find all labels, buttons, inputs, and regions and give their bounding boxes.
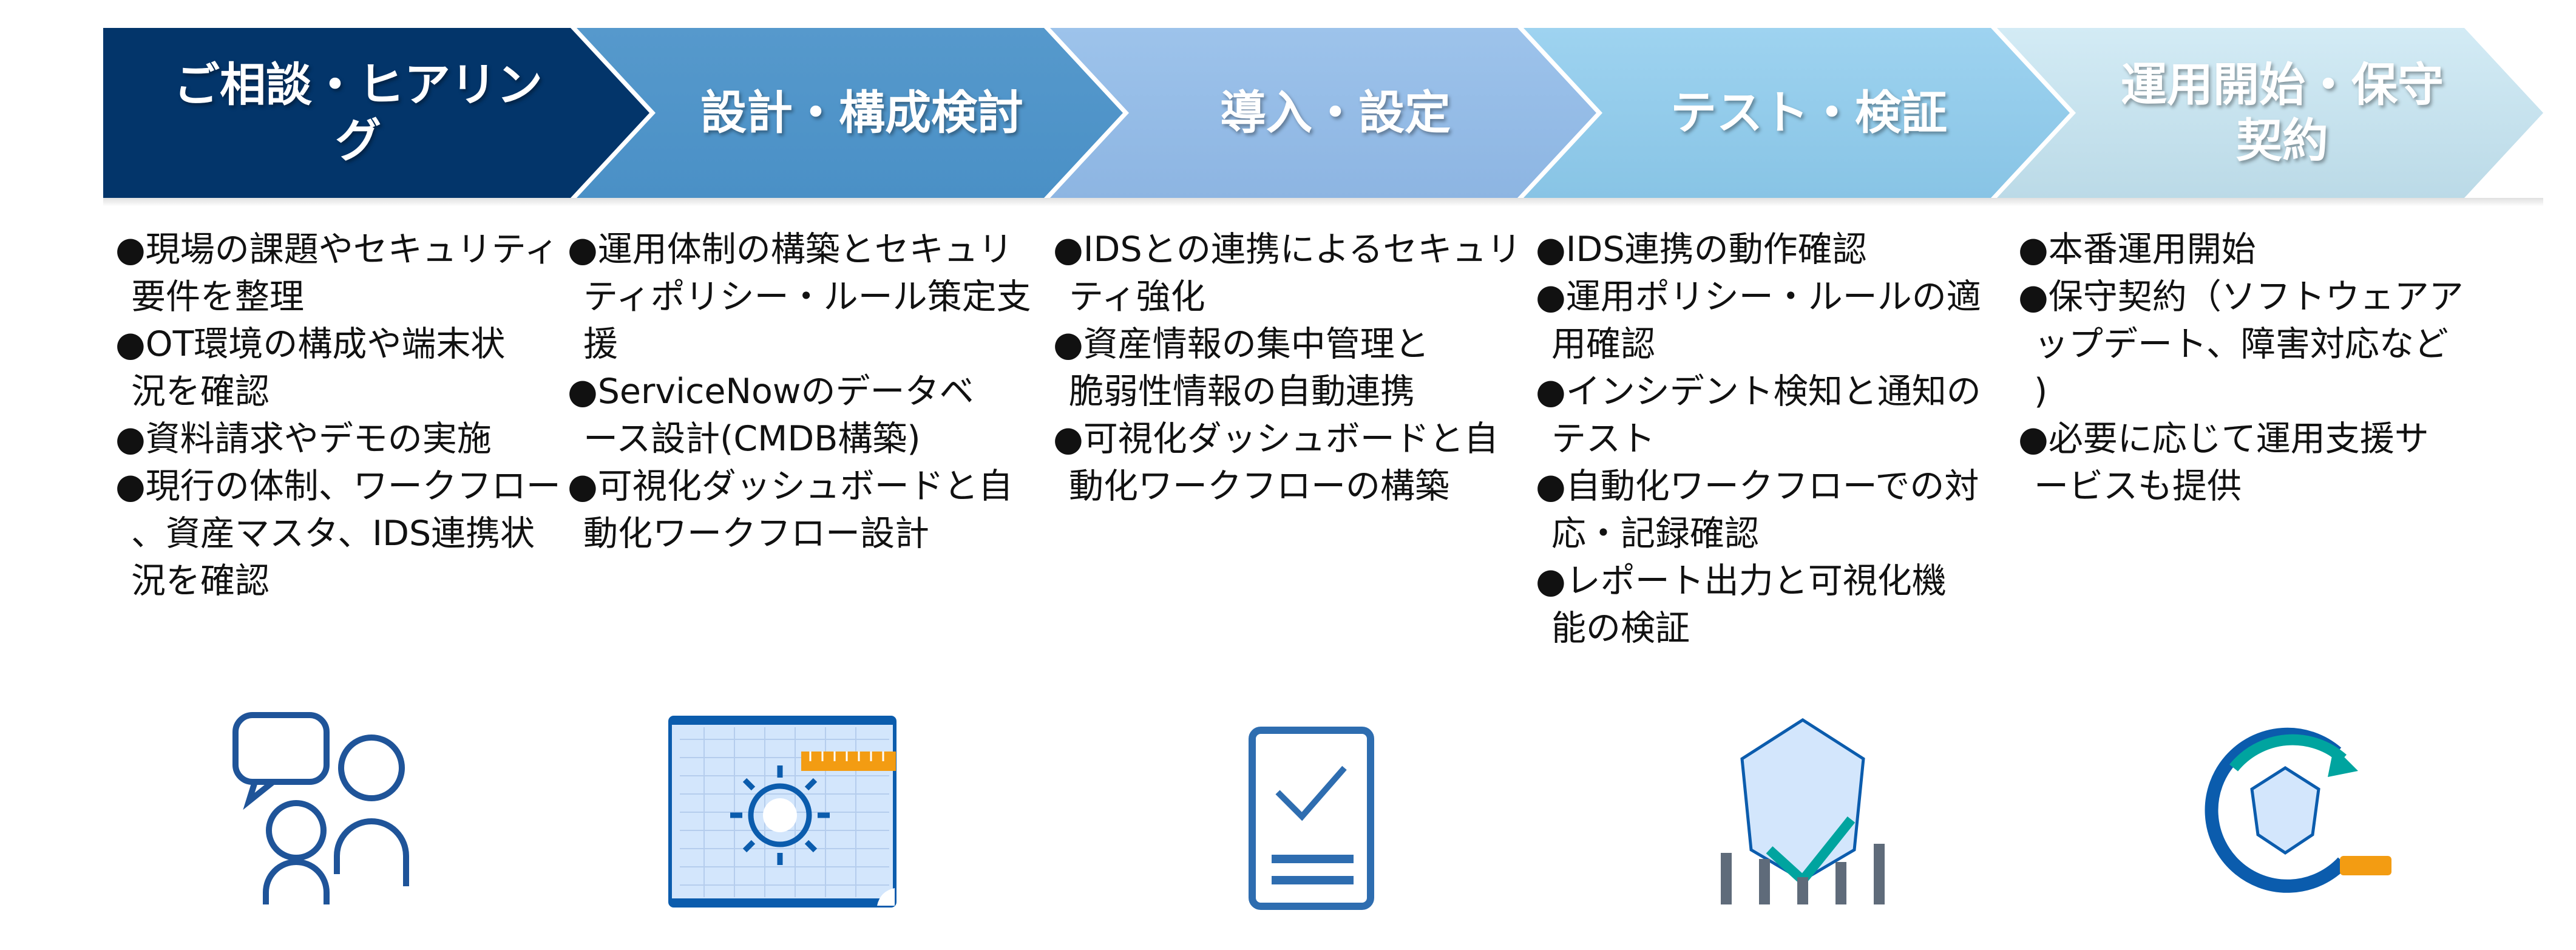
list-item: ●OT環境の構成や端末状況を確認	[115, 321, 564, 415]
list-item-text: ●資産情報の集中管理と	[1053, 324, 1429, 364]
list-item: ●ServiceNowのデータベース設計(CMDB構築)	[568, 368, 1017, 463]
list-item-text: 要件を整理	[131, 277, 304, 317]
step-details-operation: ●本番運用開始●保守契約（ソフトウェアアップデート、障害対応など)●必要に応じて…	[2018, 226, 2467, 510]
list-item-text: 動化ワークフローの構築	[1069, 466, 1449, 506]
list-item-text: 動化ワークフロー設計	[583, 514, 929, 554]
list-item-text: 、資産マスタ、IDS連携状	[131, 514, 535, 554]
step-title: 導入・設定	[1220, 86, 1451, 140]
list-item: ●IDS連携の動作確認	[1536, 226, 1985, 273]
list-item-text: ービスも提供	[2034, 466, 2242, 506]
list-item-text: ●現行の体制、ワークフロー	[115, 466, 561, 506]
step-chevron-operation: 運用開始・保守契約	[1997, 28, 2543, 198]
list-item-text: 応・記録確認	[1551, 514, 1759, 554]
list-item: ●必要に応じて運用支援サービスも提供	[2018, 415, 2467, 510]
design-blueprint-gear-icon	[668, 716, 897, 908]
document-check-icon	[1249, 727, 1374, 910]
list-item-text: 能の検証	[1551, 608, 1690, 648]
list-item-text: )	[2034, 372, 2048, 412]
shield-cycle-icon	[2205, 727, 2391, 893]
step-details-testing: ●IDS連携の動作確認●運用ポリシー・ルールの適用確認●インシデント検知と通知の…	[1536, 226, 1985, 652]
step-chevron-consultation: ご相談・ヒアリング	[103, 28, 649, 198]
step-chevron-design: 設計・構成検討	[577, 28, 1123, 198]
list-item-text: テスト	[1551, 419, 1655, 459]
chevron-shadow	[103, 198, 2543, 206]
step-details-consultation: ●現場の課題やセキュリティ要件を整理●OT環境の構成や端末状況を確認●資料請求や…	[115, 226, 564, 605]
list-item: ●自動化ワークフローでの対応・記録確認	[1536, 463, 1985, 557]
list-item-text: 況を確認	[131, 372, 269, 412]
list-item: ●IDSとの連携によるセキュリティ強化	[1053, 226, 1522, 321]
list-item-text: ース設計(CMDB構築)	[583, 419, 921, 459]
list-item-text: ●運用体制の構築とセキュリ	[568, 229, 1013, 270]
list-item-text: ●IDS連携の動作確認	[1536, 229, 1867, 270]
list-item-text: ●ServiceNowのデータベ	[568, 372, 974, 412]
list-item: ●保守契約（ソフトウェアアップデート、障害対応など)	[2018, 273, 2467, 415]
list-item-text: ●IDSとの連携によるセキュリ	[1053, 229, 1522, 270]
list-item-text: ティポリシー・ルール策定支	[583, 277, 1031, 317]
step-details-design: ●運用体制の構築とセキュリティポリシー・ルール策定支援●ServiceNowのデ…	[568, 226, 1031, 557]
list-item: ●運用体制の構築とセキュリティポリシー・ルール策定支援	[568, 226, 1031, 368]
list-item-text: ●資料請求やデモの実施	[115, 419, 492, 459]
list-item-text: ●必要に応じて運用支援サ	[2018, 419, 2429, 459]
list-item-text: ●可視化ダッシュボードと自	[1053, 419, 1499, 459]
step-title: 運用開始・保守契約	[2121, 58, 2444, 168]
step-details-implementation: ●IDSとの連携によるセキュリティ強化●資産情報の集中管理と脆弱性情報の自動連携…	[1053, 226, 1522, 510]
list-item: ●レポート出力と可視化機能の検証	[1536, 557, 1985, 652]
list-item-text: ●可視化ダッシュボードと自	[568, 466, 1013, 506]
shield-check-chart-icon	[1721, 718, 1885, 904]
step-title: ご相談・ヒアリング	[174, 58, 543, 168]
list-item-text: ●レポート出力と可視化機	[1536, 561, 1947, 601]
list-item-text: 況を確認	[131, 561, 269, 601]
consultation-people-icon	[232, 712, 409, 904]
list-item: ●現行の体制、ワークフロー、資産マスタ、IDS連携状況を確認	[115, 463, 564, 605]
list-item: ●本番運用開始	[2018, 226, 2467, 273]
list-item-text: ●自動化ワークフローでの対	[1536, 466, 1979, 506]
list-item: ●可視化ダッシュボードと自動化ワークフローの構築	[1053, 415, 1502, 510]
list-item: ●資産情報の集中管理と脆弱性情報の自動連携	[1053, 321, 1502, 415]
list-item-text: ●本番運用開始	[2018, 229, 2256, 270]
step-title: テスト・検証	[1670, 86, 1947, 140]
list-item: ●インシデント検知と通知のテスト	[1536, 368, 1985, 463]
list-item-text: ●OT環境の構成や端末状	[115, 324, 506, 364]
list-item-text: ●現場の課題やセキュリティ	[115, 229, 559, 270]
step-title: 設計・構成検討	[700, 86, 1023, 140]
list-item-text: ●インシデント検知と通知の	[1536, 372, 1981, 412]
list-item: ●現場の課題やセキュリティ要件を整理	[115, 226, 564, 321]
list-item-text: ●運用ポリシー・ルールの適	[1536, 277, 1981, 317]
list-item-text: ティ強化	[1069, 277, 1205, 317]
list-item-text: 援	[583, 324, 618, 364]
list-item-text: 用確認	[1551, 324, 1655, 364]
list-item: ●資料請求やデモの実施	[115, 415, 564, 463]
list-item-text: ップデート、障害対応など	[2034, 324, 2449, 364]
list-item-text: 脆弱性情報の自動連携	[1069, 372, 1415, 412]
step-chevron-implementation: 導入・設定	[1050, 28, 1596, 198]
step-chevron-testing: テスト・検証	[1524, 28, 2070, 198]
list-item: ●運用ポリシー・ルールの適用確認	[1536, 273, 1985, 368]
list-item-text: ●保守契約（ソフトウェアア	[2018, 277, 2464, 317]
list-item: ●可視化ダッシュボードと自動化ワークフロー設計	[568, 463, 1017, 557]
